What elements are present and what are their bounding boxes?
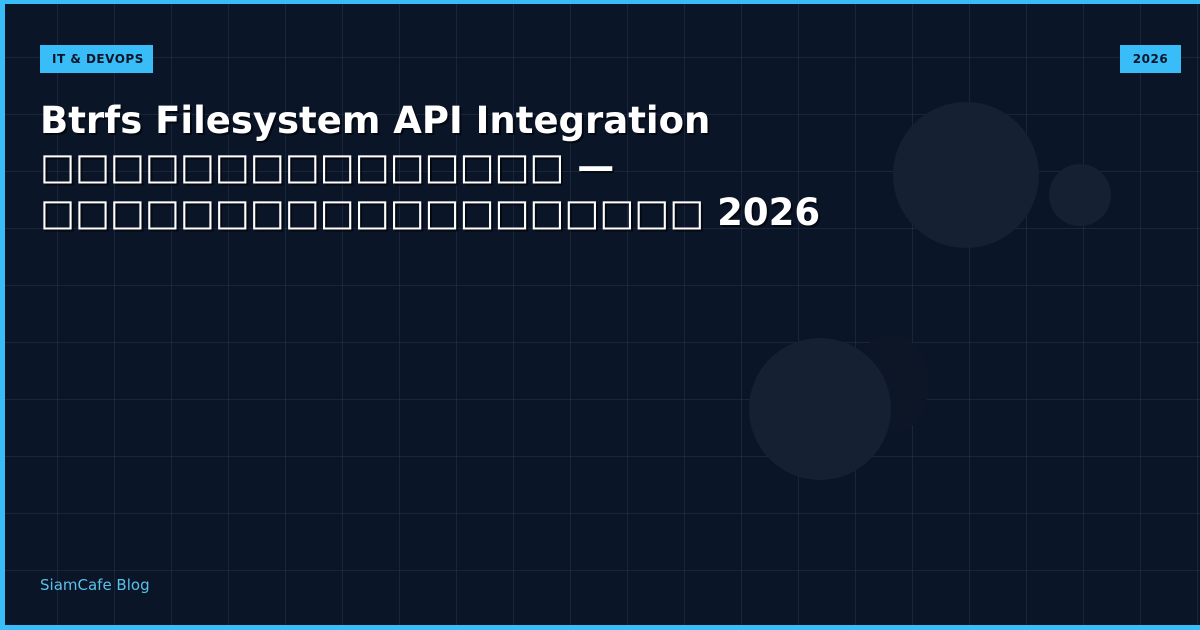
- title-line-3: □□□□□□□□□□□□□□□□□□□ 2026: [40, 191, 821, 234]
- background-grid: [5, 4, 1200, 625]
- category-tag: IT & DEVOPS: [40, 45, 153, 73]
- decorative-circle-bottom: [749, 338, 891, 480]
- footer-brand: SiamCafe Blog: [40, 576, 150, 594]
- decorative-circle-small: [1049, 164, 1111, 226]
- title-line-1: Btrfs Filesystem API Integration: [40, 99, 711, 142]
- decorative-circle-large: [893, 102, 1039, 248]
- page-title: Btrfs Filesystem API Integration □□□□□□□…: [40, 98, 820, 236]
- year-tag: 2026: [1120, 45, 1181, 73]
- title-line-2: □□□□□□□□□□□□□□□ —: [40, 145, 615, 188]
